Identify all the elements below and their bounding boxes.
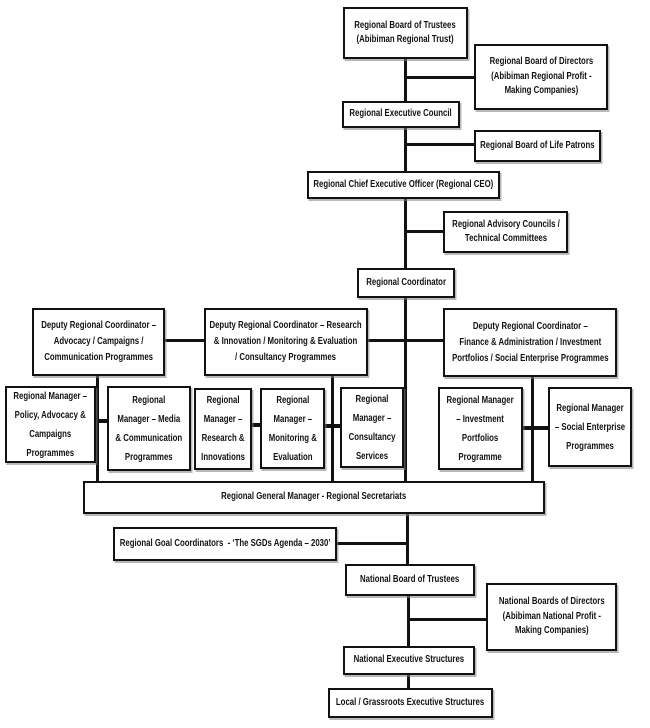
- org-node-regional-advisory-councils: Regional Advisory Councils / Technical C…: [443, 211, 568, 253]
- org-node-deputy-coordinator-advocacy: Deputy Regional Coordinator – Advocacy /…: [32, 308, 165, 376]
- org-node-regional-board-of-life-patrons: Regional Board of Life Patrons: [474, 130, 601, 162]
- org-node-label: Regional Manager – Research & Innovation…: [201, 395, 245, 463]
- org-node-regional-goal-coordinators: Regional Goal Coordinators - ‘The SGDs A…: [113, 527, 337, 561]
- org-node-regional-board-of-trustees: Regional Board of Trustees (Abibiman Reg…: [343, 7, 468, 59]
- connector-branch-directors: [405, 76, 476, 79]
- org-node-regional-ceo: Regional Chief Executive Officer (Region…: [307, 171, 500, 199]
- org-node-label: Regional Executive Council: [349, 108, 453, 120]
- org-node-regional-coordinator: Regional Coordinator: [357, 268, 455, 298]
- connector-branch-natdirectors: [408, 618, 488, 621]
- connector-drop-deputy-advocacy: [96, 374, 99, 483]
- org-node-label: Deputy Regional Coordinator – Advocacy /…: [41, 320, 156, 363]
- org-node-national-board-of-trustees: National Board of Trustees: [345, 564, 475, 596]
- org-node-manager-consultancy-services: Regional Manager – Consultancy Services: [340, 387, 404, 468]
- org-node-label: Regional Board of Life Patrons: [480, 139, 595, 151]
- connector-link-mgr3-mgr4: [250, 423, 262, 427]
- org-node-label: Regional Manager – Social Enterprise Pro…: [554, 402, 626, 452]
- connector-branch-advisory: [405, 230, 445, 233]
- org-node-label: Regional Manager – Monitoring & Evaluati…: [268, 394, 317, 463]
- org-node-label: National Executive Structures: [353, 654, 465, 666]
- org-node-label: Regional Manager – Investment Portfolios…: [446, 394, 515, 463]
- org-node-label: Regional Manager – Policy, Advocacy & Ca…: [13, 390, 88, 459]
- org-node-manager-media-communication: Regional Manager – Media & Communication…: [107, 386, 191, 471]
- org-node-label: Regional Goal Coordinators - ‘The SGDs A…: [119, 537, 331, 549]
- org-node-label: Regional Coordinator: [366, 276, 446, 288]
- org-node-manager-monitoring-evaluation: Regional Manager – Monitoring & Evaluati…: [260, 388, 325, 469]
- org-node-national-executive-structures: National Executive Structures: [343, 646, 475, 675]
- org-node-label: Regional Advisory Councils / Technical C…: [451, 218, 560, 245]
- org-node-label: Regional Manager – Consultancy Services: [348, 393, 396, 462]
- org-node-label: Deputy Regional Coordinator – Research &…: [209, 320, 363, 363]
- org-node-label: Regional Board of Trustees (Abibiman Reg…: [354, 19, 457, 46]
- org-node-regional-board-of-directors: Regional Board of Directors (Abibiman Re…: [474, 44, 608, 110]
- connector-spine-nattrustees-natexec: [407, 594, 410, 648]
- org-node-manager-investment-portfolios: Regional Manager – Investment Portfolios…: [438, 387, 523, 470]
- connector-deputy-row-right: [366, 339, 445, 342]
- org-node-deputy-coordinator-research: Deputy Regional Coordinator – Research &…: [204, 308, 368, 376]
- org-node-regional-executive-council: Regional Executive Council: [342, 101, 460, 128]
- org-node-label: Deputy Regional Coordinator – Finance & …: [451, 320, 609, 364]
- org-node-label: Local / Grassroots Executive Structures: [336, 696, 485, 708]
- connector-spine-trustees-council: [404, 57, 407, 103]
- org-node-label: Regional Board of Directors (Abibiman Re…: [489, 56, 593, 97]
- connector-spine-council-ceo: [404, 126, 407, 173]
- org-node-local-grassroots-structures: Local / Grassroots Executive Structures: [328, 688, 493, 718]
- connector-spine-ceo-coordinator: [404, 197, 407, 270]
- connector-link-mgr4-mgr5: [323, 424, 342, 428]
- org-node-manager-social-enterprise: Regional Manager – Social Enterprise Pro…: [548, 387, 632, 467]
- org-node-manager-policy-advocacy: Regional Manager – Policy, Advocacy & Ca…: [5, 386, 96, 463]
- org-node-label: Regional Chief Executive Officer (Region…: [313, 178, 494, 190]
- connector-link-mgr6-mgr7: [521, 426, 550, 430]
- connector-drop-deputy-research: [331, 374, 334, 483]
- connector-link-mgr1-mgr2: [95, 419, 109, 423]
- connector-branch-patrons: [405, 143, 476, 146]
- org-node-label: Regional Manager – Media & Communication…: [115, 394, 183, 463]
- connector-branch-goal: [335, 542, 408, 545]
- org-node-national-boards-of-directors: National Boards of Directors (Abibiman N…: [486, 583, 617, 651]
- connector-spine-natexec-local: [407, 672, 410, 690]
- org-node-regional-general-manager: Regional General Manager - Regional Secr…: [83, 481, 545, 514]
- org-node-manager-research-innovations: Regional Manager – Research & Innovation…: [194, 388, 252, 470]
- org-node-label: National Board of Trustees: [360, 573, 460, 585]
- connector-spine-gm-nattrustees: [406, 512, 409, 566]
- org-node-label: National Boards of Directors (Abibiman N…: [498, 596, 605, 637]
- org-node-label: Regional General Manager - Regional Secr…: [221, 491, 407, 503]
- connector-spine-coordinator-gm: [404, 296, 407, 483]
- connector-deputy-row-left: [163, 339, 206, 342]
- org-node-deputy-coordinator-finance: Deputy Regional Coordinator – Finance & …: [443, 308, 617, 377]
